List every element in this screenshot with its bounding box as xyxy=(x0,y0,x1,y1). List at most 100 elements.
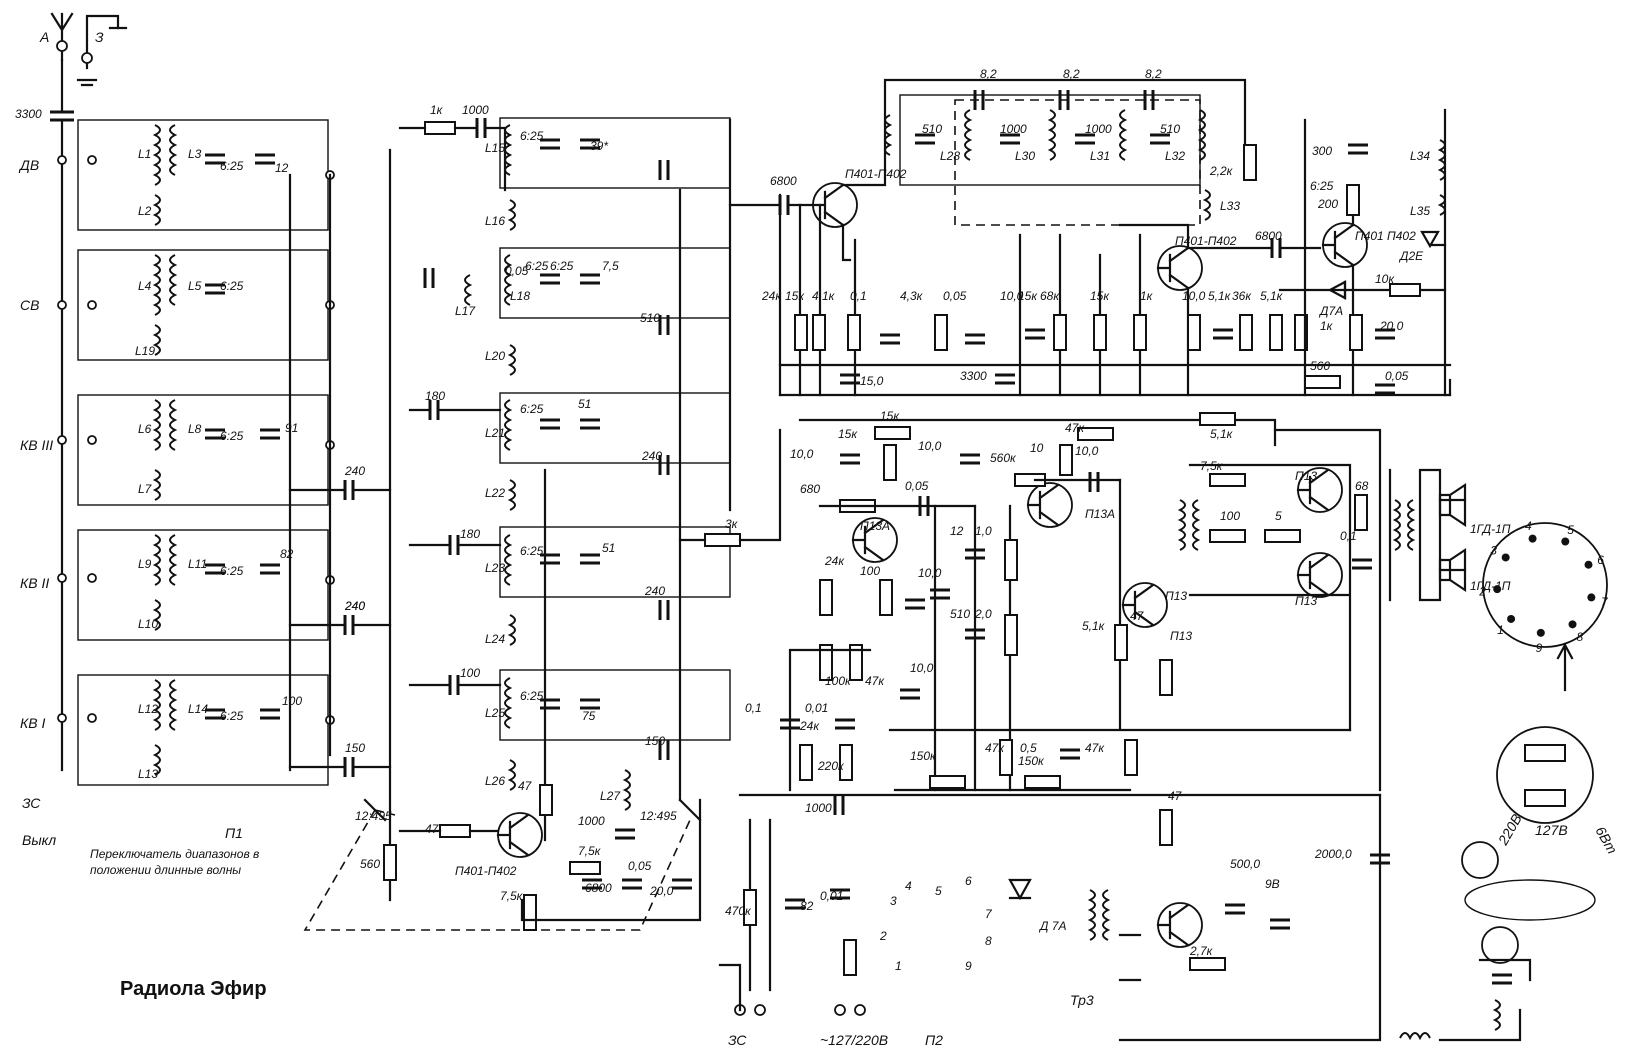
component-value-39: 4,3к xyxy=(900,289,924,303)
component-value-15: 510 xyxy=(640,311,660,325)
component-value-36: 4,1к xyxy=(812,289,836,303)
component-value-66: 510 xyxy=(1160,122,1180,136)
component-value-45: 15к xyxy=(1090,289,1110,303)
if-amplifier xyxy=(728,78,1452,397)
component-value-51: 2,2к xyxy=(1209,164,1234,178)
trimmer-label-10: 6:25 xyxy=(1310,179,1334,193)
socket-pin-label-2: 3 xyxy=(1490,543,1497,557)
band-switch-contacts xyxy=(57,155,392,777)
inductor-label-18: L18 xyxy=(510,289,530,303)
component-value-6: 150 xyxy=(345,741,365,755)
component-value-21: 240 xyxy=(644,584,665,598)
component-value-79: 68 xyxy=(1355,479,1369,493)
component-value-50: 5,1к xyxy=(1260,289,1284,303)
component-value-84: 1,0 xyxy=(975,524,992,538)
component-value-99: 0,5 xyxy=(1020,741,1037,755)
socket-pin-label-6: 7 xyxy=(1601,595,1609,609)
diode-label-2: Д 7А xyxy=(1038,919,1066,933)
component-value-63: 510 xyxy=(922,122,942,136)
diode-label-1: Д7А xyxy=(1318,304,1343,318)
component-value-107: 82 xyxy=(800,899,814,913)
trimmer-label-5: 6:25 xyxy=(520,129,544,143)
component-value-67: 15к xyxy=(880,409,900,423)
component-value-97: 150к xyxy=(910,749,937,763)
component-value-109: 47 xyxy=(1168,789,1183,803)
component-value-103: 47 xyxy=(1130,609,1145,623)
inductor-label-5: L19 xyxy=(135,344,155,358)
component-value-102: 5,1к xyxy=(1082,619,1106,633)
component-value-76: 47к xyxy=(1065,421,1085,435)
component-value-80: 100 xyxy=(1220,509,1240,523)
component-value-19: 180 xyxy=(460,527,480,541)
component-value-54: 6800 xyxy=(1255,229,1282,243)
component-value-17: 51 xyxy=(578,397,591,411)
component-value-75: 10,0 xyxy=(1075,444,1099,458)
component-value-73: 560к xyxy=(990,451,1017,465)
component-value-72: 0,05 xyxy=(905,479,929,493)
component-value-14: 7,5 xyxy=(602,259,619,273)
socket-pin-label-1: 2 xyxy=(1478,584,1486,598)
transistor-label-1: П401-П402 xyxy=(1175,234,1237,248)
socket-pin-dot-5 xyxy=(1584,560,1593,569)
transistor-label-2: П401-П402 xyxy=(455,864,517,878)
component-value-12: 39* xyxy=(590,139,608,153)
inductor-label-19: L20 xyxy=(485,349,505,363)
socket-pin-dot-6 xyxy=(1587,593,1596,602)
component-value-78: 7,5к xyxy=(1200,459,1224,473)
voltage-220-label: 220В xyxy=(1494,811,1525,848)
p2-pin-label-5: 6 xyxy=(965,874,972,888)
component-value-69: 15к xyxy=(838,427,858,441)
power-6w-label: 6Вт xyxy=(1592,824,1620,857)
component-value-30: 20,0 xyxy=(649,884,674,898)
socket-pin-dot-8 xyxy=(1536,628,1545,637)
component-value-83: 12 xyxy=(950,524,964,538)
component-value-13: 0,05 xyxy=(505,264,529,278)
component-value-94: 0,01 xyxy=(805,701,828,715)
trimmer-label-7: 6:25 xyxy=(520,402,544,416)
component-value-55: 10к xyxy=(1375,272,1395,286)
p2-pin-label-0: 1 xyxy=(895,959,902,973)
trimmer-label-9: 6:25 xyxy=(520,689,544,703)
socket-pin-dot-3 xyxy=(1528,534,1537,543)
socket-pin-dot-0 xyxy=(1507,614,1516,623)
p2-pin-label-8: 9 xyxy=(965,959,972,973)
component-value-43: 15к xyxy=(1018,289,1038,303)
component-value-10: 1к xyxy=(430,103,444,117)
component-value-44: 68к xyxy=(1040,289,1060,303)
component-value-24: 150 xyxy=(645,734,665,748)
component-value-35: 15к xyxy=(785,289,805,303)
socket-pin-dot-1 xyxy=(1493,585,1502,594)
trimmer-label-11: 6:25 xyxy=(525,259,549,273)
component-value-106: 470к xyxy=(725,904,752,918)
component-value-52: 300 xyxy=(1312,144,1332,158)
inductor-label-29: L31 xyxy=(1090,149,1110,163)
component-value-61: 8,2 xyxy=(1063,67,1080,81)
inductor-label-22: L23 xyxy=(485,561,505,575)
band-label-off: Выкл xyxy=(22,832,56,848)
p2-pin-label-6: 7 xyxy=(985,907,993,921)
trimmer-label-1: 6:25 xyxy=(220,279,244,293)
component-value-29: 6800 xyxy=(585,881,612,895)
inductor-label-20: L21 xyxy=(485,426,505,440)
component-value-26: 1000 xyxy=(578,814,605,828)
component-value-31: 7,5к xyxy=(500,889,524,903)
diagram-title: Радиола Эфир xyxy=(120,978,267,1000)
trimmer-label-13: 12:495 xyxy=(640,809,677,823)
component-value-98: 47к xyxy=(985,741,1005,755)
inductor-label-27: L28 xyxy=(940,149,960,163)
component-value-40: 0,05 xyxy=(943,289,967,303)
component-value-25: 47 xyxy=(518,779,533,793)
component-value-16: 180 xyxy=(425,389,445,403)
component-value-108: 0,01 xyxy=(820,889,843,903)
inductor-label-9: L9 xyxy=(138,557,152,571)
trimmer-label-8: 6:25 xyxy=(520,544,544,558)
component-value-37: 0,1 xyxy=(850,289,867,303)
component-value-89: 24к xyxy=(824,554,845,568)
inductor-label-11: L11 xyxy=(188,557,207,571)
inductor-label-21: L22 xyxy=(485,486,505,500)
switch-name: П1 xyxy=(225,825,243,841)
component-value-27: 7,5к xyxy=(578,844,602,858)
